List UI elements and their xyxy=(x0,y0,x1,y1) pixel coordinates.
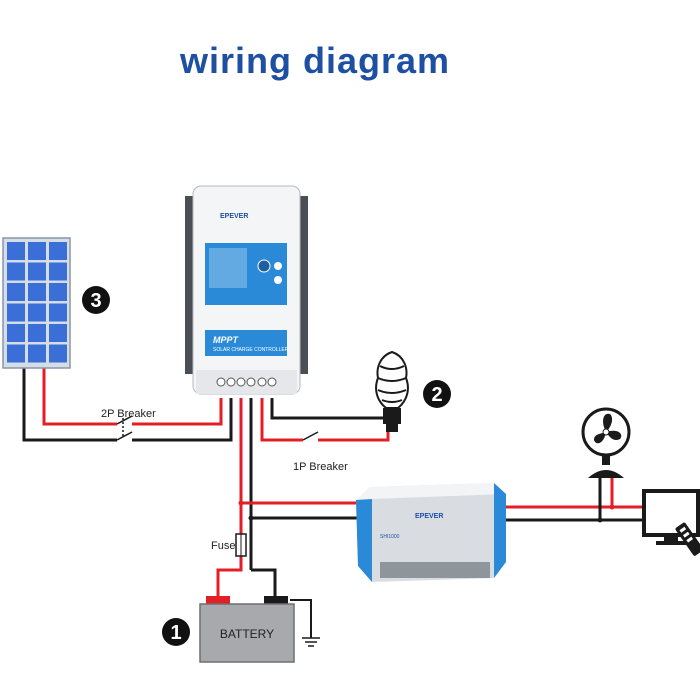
solar-cell xyxy=(49,324,67,342)
solar-cell xyxy=(28,262,46,281)
junction-dot xyxy=(609,504,615,510)
solar-cell xyxy=(28,344,46,363)
1p-to-lamp-positive xyxy=(318,432,390,442)
solar-cells xyxy=(7,242,67,363)
terminal-screw xyxy=(246,377,256,387)
breaker-to-controller-positive xyxy=(132,398,223,426)
solar-positive-wire xyxy=(42,368,117,426)
solar-cell xyxy=(28,242,46,260)
inverter xyxy=(356,483,506,582)
solar-cell xyxy=(7,242,25,260)
battery xyxy=(199,596,295,663)
battery-negative-wire xyxy=(251,568,277,596)
terminal-screw xyxy=(267,377,277,387)
junction-dot xyxy=(238,500,244,506)
load-negative-to-lamp xyxy=(270,398,388,420)
solar-cell xyxy=(28,283,46,301)
marker-lamp-label: 2 xyxy=(431,384,442,406)
breaker-2p-label: 2P Breaker xyxy=(101,408,156,420)
solar-cell xyxy=(49,262,67,281)
inverter-model: SHI1000 xyxy=(380,534,400,540)
solar-cell xyxy=(49,283,67,301)
breaker-2p-icon xyxy=(116,415,133,441)
solar-cell xyxy=(28,303,46,322)
solar-cell xyxy=(7,344,25,363)
junctions xyxy=(238,500,615,523)
fuse-to-battery-positive xyxy=(216,556,243,596)
solar-panel xyxy=(2,237,71,369)
controller-brand: EPEVER xyxy=(220,213,248,220)
load-positive-1p xyxy=(260,398,303,442)
breaker-1p-label: 1P Breaker xyxy=(293,461,348,473)
controller-model: MPPT xyxy=(213,335,240,345)
solar-cell xyxy=(7,262,25,281)
marker-lamp xyxy=(423,380,451,408)
terminal-screw xyxy=(226,377,236,387)
ground-wire xyxy=(290,599,312,638)
tv-icon xyxy=(642,489,700,556)
solar-cell xyxy=(28,324,46,342)
terminal-screw xyxy=(257,377,267,387)
marker-solar xyxy=(82,286,110,314)
battery-label: BATTERY xyxy=(220,627,274,641)
controller-subtitle: SOLAR CHARGE CONTROLLER xyxy=(213,347,289,353)
ground-icon xyxy=(302,637,320,647)
solar-cell xyxy=(49,303,67,322)
terminal-screw xyxy=(236,377,246,387)
junction-dot xyxy=(248,515,254,521)
bulb-icon xyxy=(375,350,409,432)
solar-cell xyxy=(7,303,25,322)
breaker-to-controller-negative xyxy=(132,398,233,442)
terminal-screw xyxy=(216,377,226,387)
controller-terminals xyxy=(216,377,277,387)
fan-icon xyxy=(581,407,631,478)
diagram-title: wiring diagram xyxy=(179,40,451,81)
solar-cell xyxy=(7,324,25,342)
charge-controller xyxy=(185,185,308,395)
breaker-1p-icon xyxy=(302,431,319,441)
junction-dot xyxy=(597,517,603,523)
solar-cell xyxy=(7,283,25,301)
marker-battery-label: 1 xyxy=(170,622,181,644)
wires xyxy=(22,368,644,638)
fuse-label: Fuse xyxy=(211,540,235,552)
solar-cell xyxy=(49,242,67,260)
inverter-brand: EPEVER xyxy=(415,513,443,520)
solar-negative-wire xyxy=(22,368,117,442)
marker-solar-label: 3 xyxy=(90,290,101,312)
marker-battery xyxy=(162,618,190,646)
solar-cell xyxy=(49,344,67,363)
